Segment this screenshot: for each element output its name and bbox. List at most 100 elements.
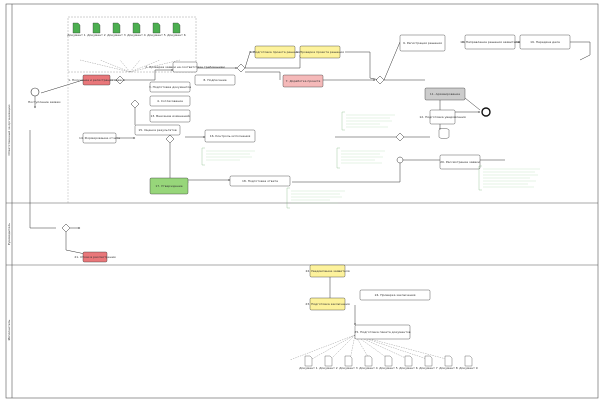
task-t2[interactable]: 2. Проверка заявки на соответствие требо… — [145, 61, 225, 73]
task-t24[interactable]: 24. Проверка заключения — [359, 289, 431, 301]
task-t23[interactable]: 23. Подготовка заключения — [305, 297, 350, 311]
gateway-7 — [61, 223, 71, 233]
task-t25[interactable]: 25. Подготовка пакета документов — [354, 324, 411, 340]
lane-label-3: Исполнитель — [7, 319, 11, 340]
document-bottom-6: Документ 7 — [419, 355, 438, 370]
gateway-6 — [395, 132, 405, 142]
task-label: 13. Внесение изменений — [150, 114, 189, 118]
task-t6[interactable]: 6. Проверка проекта решения — [296, 45, 344, 59]
document-label: Документ 3 — [339, 366, 358, 370]
task-t22[interactable]: 22. Уведомление заявителя — [305, 264, 350, 278]
task-t15[interactable]: 15. Оценка результатов — [134, 124, 181, 136]
task-label: 7. Доработка проекта — [286, 79, 321, 83]
tasks: 1. Получение и регистрация заявки 2. Пров… — [68, 34, 571, 340]
document-label: Документ 1 — [67, 33, 86, 37]
task-t20[interactable]: 20. Рассмотрение заявки — [439, 154, 481, 170]
document-label: Документ 6 — [167, 33, 186, 37]
document-label: Документ 4 — [359, 366, 378, 370]
gateway-4 — [130, 99, 140, 109]
task-label: 14. Формирование отчета — [79, 136, 120, 140]
document-label: Документ 2 — [319, 366, 338, 370]
task-t9[interactable]: 9. Регистрация решения — [399, 34, 446, 52]
document-label: Документ 7 — [419, 366, 438, 370]
documents-group-top — [67, 16, 197, 73]
task-label: 20. Рассмотрение заявки — [440, 160, 480, 164]
gateway-2 — [236, 63, 246, 73]
document-top-5: Документ 6 — [167, 22, 186, 37]
task-t4[interactable]: 4. Согласование — [149, 95, 191, 107]
task-label: 15. Оценка результатов — [138, 128, 177, 132]
task-label: 16. Контроль исполнения — [210, 134, 251, 138]
document-bottom-8: Документ 9 — [459, 355, 478, 370]
task-label: 10. Направление решения заявителю — [460, 40, 520, 44]
document-top-3: Документ 4 — [127, 22, 146, 37]
task-t7[interactable]: 7. Доработка проекта — [282, 74, 324, 88]
intermediate-event-2 — [396, 156, 404, 164]
task-label: 12. Подготовка уведомления — [419, 115, 465, 119]
document-bottom-5: Документ 6 — [399, 355, 418, 370]
task-label: 25. Подготовка пакета документов — [354, 330, 410, 334]
document-label: Документ 8 — [439, 366, 458, 370]
task-t1[interactable]: 1. Получение и регистрация заявки — [68, 74, 125, 86]
document-top-0: Документ 1 — [67, 22, 86, 37]
document-label: Документ 5 — [147, 33, 166, 37]
task-label: 8. Подписание — [203, 78, 226, 82]
document-bottom-3: Документ 4 — [359, 355, 378, 370]
start-event — [30, 87, 40, 97]
document-bottom-7: Документ 8 — [439, 355, 458, 370]
start-event-label: Поступление заявки — [28, 100, 61, 104]
task-t5[interactable]: 5. Подготовка проекта решения — [249, 45, 301, 59]
task-t17[interactable]: 17. Утверждение — [149, 177, 189, 195]
document-label: Документ 3 — [107, 33, 126, 37]
task-label: 23. Подготовка заключения — [305, 302, 349, 306]
document-label: Документ 6 — [399, 366, 418, 370]
document-label: Документ 5 — [379, 366, 398, 370]
lane-label-1: Ответственный за организацию — [7, 104, 11, 156]
sequence-flows — [29, 41, 591, 326]
document-label: Документ 2 — [87, 33, 106, 37]
task-t10[interactable]: 10. Направление решения заявителю — [460, 34, 520, 50]
document-label: Документ 9 — [459, 366, 478, 370]
task-t11[interactable]: 11. Архивирование — [424, 87, 466, 101]
task-t14[interactable]: 14. Формирование отчета — [79, 132, 120, 144]
task-label: 21. Отказ в рассмотрении — [74, 255, 115, 259]
document-top-2: Документ 3 — [107, 22, 126, 37]
task-t19[interactable]: 19. Передача дела — [519, 34, 571, 50]
task-t8[interactable]: 8. Подписание — [194, 74, 236, 86]
end-event — [481, 107, 491, 117]
document-top-4: Документ 5 — [147, 22, 166, 37]
gateways — [61, 63, 405, 233]
annotations — [201, 111, 482, 209]
task-label: 5. Подготовка проекта решения — [249, 50, 300, 54]
task-t13[interactable]: 13. Внесение изменений — [149, 109, 191, 123]
document-bottom-2: Документ 3 — [339, 355, 358, 370]
data-store — [438, 128, 450, 139]
task-t21[interactable]: 21. Отказ в рассмотрении — [74, 251, 116, 263]
task-label: 2. Проверка заявки на соответствие требо… — [145, 65, 225, 69]
task-label: 4. Согласование — [157, 99, 183, 103]
task-label: 24. Проверка заключения — [375, 293, 416, 297]
task-label: 17. Утверждение — [155, 184, 182, 188]
annotation-lines — [206, 114, 540, 204]
task-label: 3. Подготовка документов — [149, 85, 191, 89]
task-t16[interactable]: 16. Контроль исполнения — [204, 129, 256, 143]
document-label: Документ 1 — [299, 366, 318, 370]
task-label: 11. Архивирование — [430, 92, 460, 96]
lane-label-2: Руководитель — [7, 223, 11, 245]
gateway-5 — [165, 134, 175, 144]
document-bottom-1: Документ 2 — [319, 355, 338, 370]
document-top-1: Документ 2 — [87, 22, 106, 37]
pool: Ответственный за организацию Руководител… — [5, 3, 599, 399]
document-bottom-4: Документ 5 — [379, 355, 398, 370]
document-bottom-0: Документ 1 — [299, 355, 318, 370]
task-label: 19. Передача дела — [530, 40, 560, 44]
gateway-3 — [375, 75, 385, 85]
task-label: 9. Регистрация решения — [403, 41, 442, 45]
task-t12[interactable]: 12. Подготовка уведомления — [419, 109, 466, 125]
gateway-1 — [115, 75, 125, 85]
task-t18[interactable]: 18. Подготовка ответа — [229, 175, 291, 187]
task-t3[interactable]: 3. Подготовка документов — [149, 81, 191, 93]
